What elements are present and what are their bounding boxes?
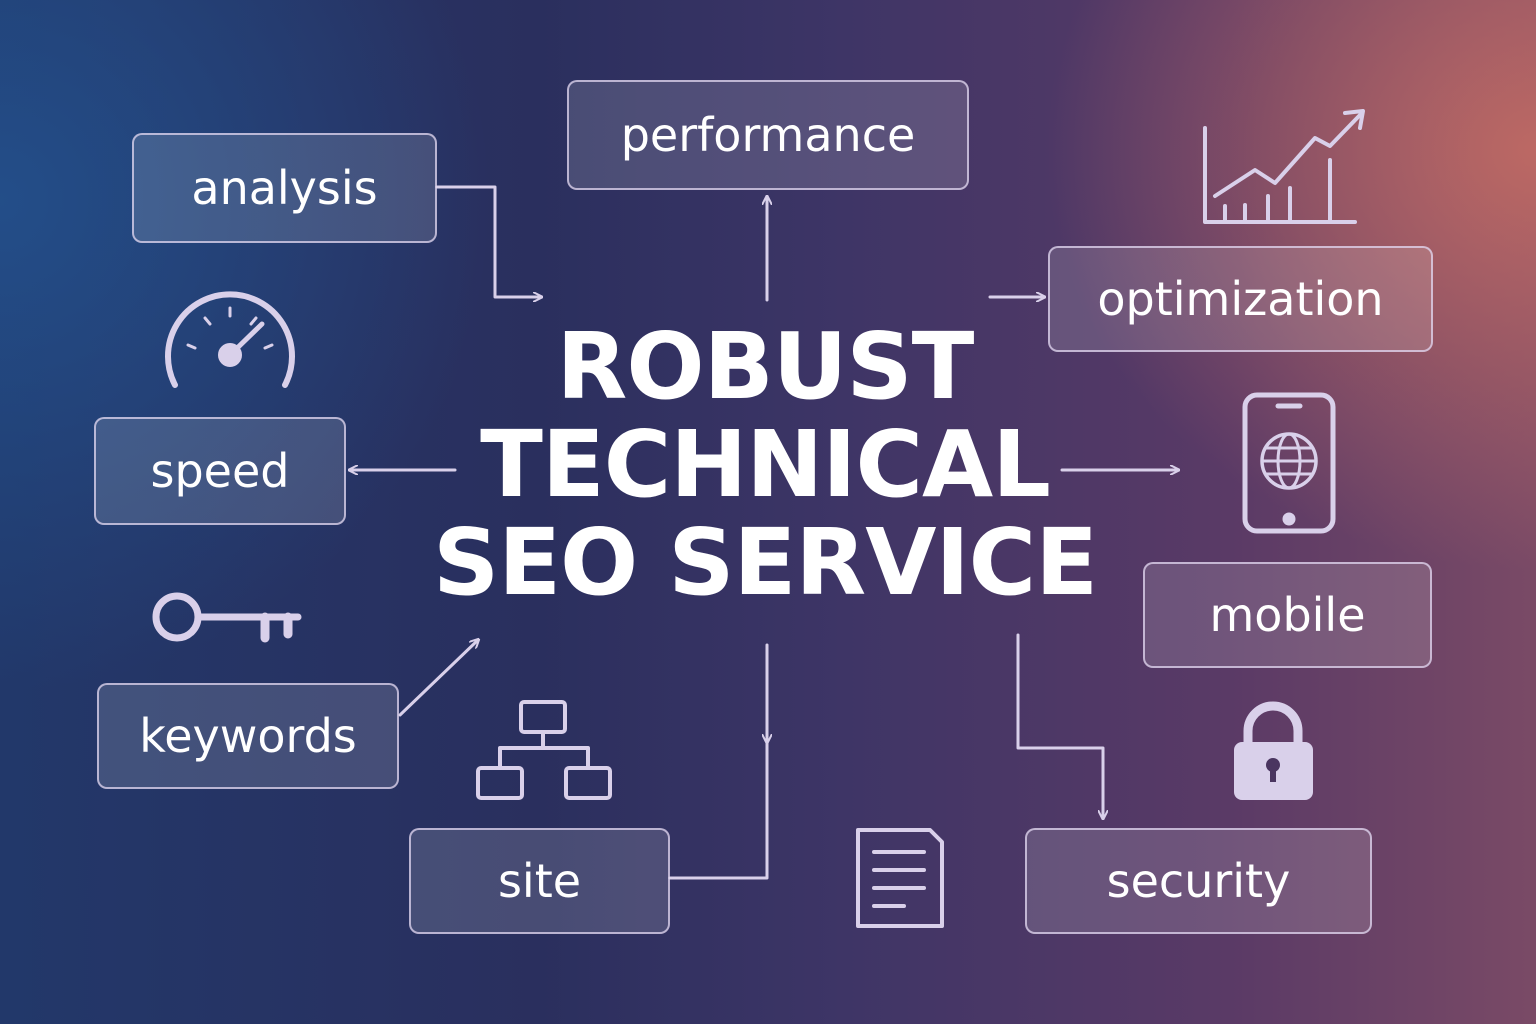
arrow-security xyxy=(1016,633,1103,818)
node-mobile: mobile xyxy=(1143,562,1432,668)
node-analysis: analysis xyxy=(132,133,437,243)
lock-icon xyxy=(1234,701,1313,800)
title-line-3: SEO SERVICE xyxy=(432,509,1098,616)
node-keywords: keywords xyxy=(97,683,399,789)
node-speed: speed xyxy=(94,417,346,525)
node-optimization: optimization xyxy=(1048,246,1433,352)
arrow-site xyxy=(668,643,767,880)
smartphone-globe-icon xyxy=(1242,392,1336,534)
key-icon xyxy=(152,592,302,643)
arrow-analysis xyxy=(435,185,541,297)
node-security: security xyxy=(1025,828,1372,934)
title-line-1: ROBUST xyxy=(556,313,975,420)
sitemap-icon xyxy=(476,700,612,800)
arrow-keywords xyxy=(398,640,478,717)
speedometer-icon xyxy=(165,291,295,388)
title-line-2: TECHNICAL xyxy=(480,411,1051,518)
growth-chart-icon xyxy=(1203,109,1365,224)
node-performance: performance xyxy=(567,80,969,190)
node-site: site xyxy=(409,828,670,934)
document-icon xyxy=(856,828,944,928)
page-title: ROBUST TECHNICAL SEO SERVICE xyxy=(380,318,1150,612)
